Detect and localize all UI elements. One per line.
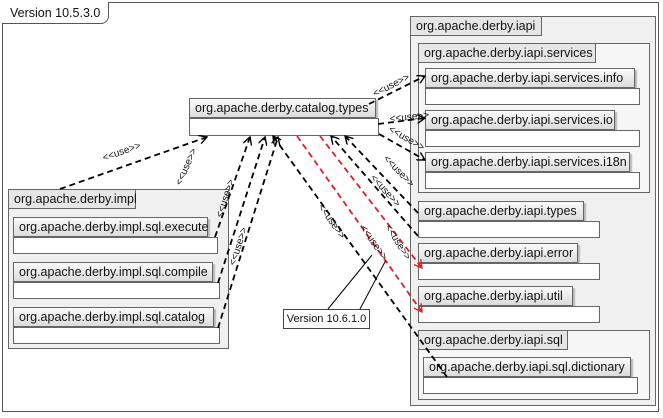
iapi-services-i18n-body[interactable] — [425, 172, 640, 189]
impl-sql-catalog-tab[interactable]: org.apache.derby.impl.sql.catalog — [13, 307, 214, 327]
impl-sql-compile-tab[interactable]: org.apache.derby.impl.sql.compile — [13, 262, 213, 282]
impl-package-tab[interactable]: org.apache.derby.impl — [8, 189, 137, 209]
iapi-sql-dictionary-tab[interactable]: org.apache.derby.iapi.sql.dictionary — [423, 357, 631, 377]
iapi-util-tab[interactable]: org.apache.derby.iapi.util — [418, 286, 573, 306]
iapi-sql-package-tab[interactable]: org.apache.derby.iapi.sql — [418, 330, 568, 350]
center-package-tab[interactable]: org.apache.derby.catalog.types — [189, 98, 376, 118]
iapi-services-info-body[interactable] — [425, 88, 640, 105]
iapi-services-io-tab[interactable]: org.apache.derby.iapi.services.io — [425, 110, 615, 130]
iapi-types-tab[interactable]: org.apache.derby.iapi.types — [418, 201, 584, 221]
iapi-util-body[interactable] — [418, 306, 600, 323]
iapi-services-package-tab[interactable]: org.apache.derby.iapi.services — [418, 43, 596, 63]
iapi-package-tab[interactable]: org.apache.derby.iapi — [410, 16, 542, 36]
impl-sql-catalog-body[interactable] — [13, 327, 220, 344]
iapi-error-tab[interactable]: org.apache.derby.iapi.error — [418, 243, 578, 263]
iapi-services-io-body[interactable] — [425, 130, 640, 147]
center-package-body[interactable] — [189, 118, 379, 136]
frame-version-label: Version 10.5.3.0 — [2, 2, 110, 24]
iapi-types-body[interactable] — [418, 221, 600, 238]
version-note: Version 10.6.1.0 — [283, 309, 370, 329]
impl-sql-execute-body[interactable] — [13, 237, 218, 254]
iapi-sql-dictionary-body[interactable] — [423, 377, 638, 394]
iapi-services-info-tab[interactable]: org.apache.derby.iapi.services.info — [425, 68, 635, 88]
impl-sql-compile-body[interactable] — [13, 282, 220, 299]
impl-sql-execute-tab[interactable]: org.apache.derby.impl.sql.execute — [13, 217, 208, 237]
iapi-error-body[interactable] — [418, 263, 600, 280]
iapi-services-i18n-tab[interactable]: org.apache.derby.iapi.services.i18n — [425, 152, 630, 172]
